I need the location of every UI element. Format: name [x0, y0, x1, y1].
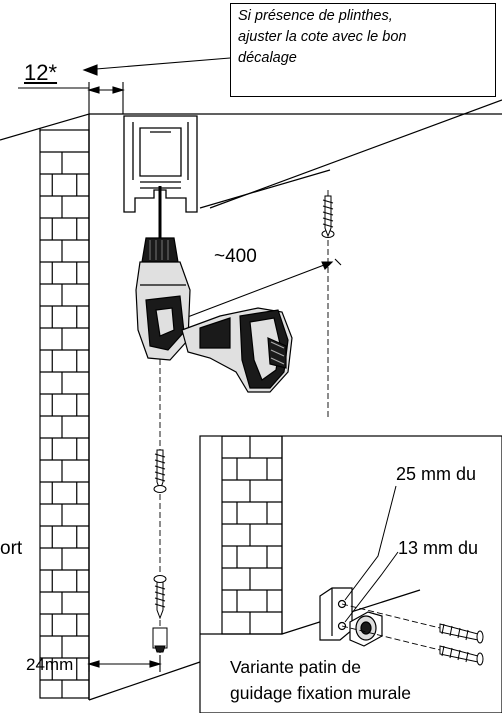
hole-top-label: 25 mm du — [396, 464, 477, 484]
dimension-screw-spacing — [184, 258, 342, 319]
brick-wall — [0, 113, 90, 700]
drill-axis — [158, 186, 329, 660]
screw-wall-lower — [153, 575, 167, 620]
ceiling-slab — [88, 99, 502, 701]
rail-profile — [123, 115, 198, 213]
bottom-offset-label: 24mm — [26, 655, 74, 674]
variant-caption-line: Variante patin de — [230, 657, 362, 677]
screw-spacing-label: ~400 — [214, 246, 257, 267]
screw-wall-upper — [153, 449, 167, 493]
plinth-note-box: Si présence de plinthes, ajuster la cote… — [230, 3, 496, 97]
variant-caption: Variante patin de guidage fixation mural… — [230, 654, 411, 706]
cordless-drill — [135, 237, 293, 393]
guide-bracket — [319, 587, 383, 647]
inset-detail — [200, 436, 502, 713]
variant-caption-line: guidage fixation murale — [230, 683, 411, 703]
plinth-note-line: décalage — [238, 50, 297, 66]
plinth-note-line: ajuster la cote avec le bon — [238, 29, 407, 45]
inset-frame — [199, 435, 502, 713]
dimension-bottom-offset — [87, 655, 162, 672]
plinth-note-line: Si présence de plinthes, — [238, 8, 393, 24]
inset-screws — [439, 623, 484, 666]
hole-bottom-label: 13 mm du — [398, 538, 479, 558]
wall-offset-label: 12* — [24, 60, 58, 85]
side-text-fragment: ort — [0, 538, 23, 559]
screw-ceiling — [321, 195, 335, 238]
wall-plug — [152, 627, 168, 653]
dimension-wall-offset — [18, 57, 231, 114]
